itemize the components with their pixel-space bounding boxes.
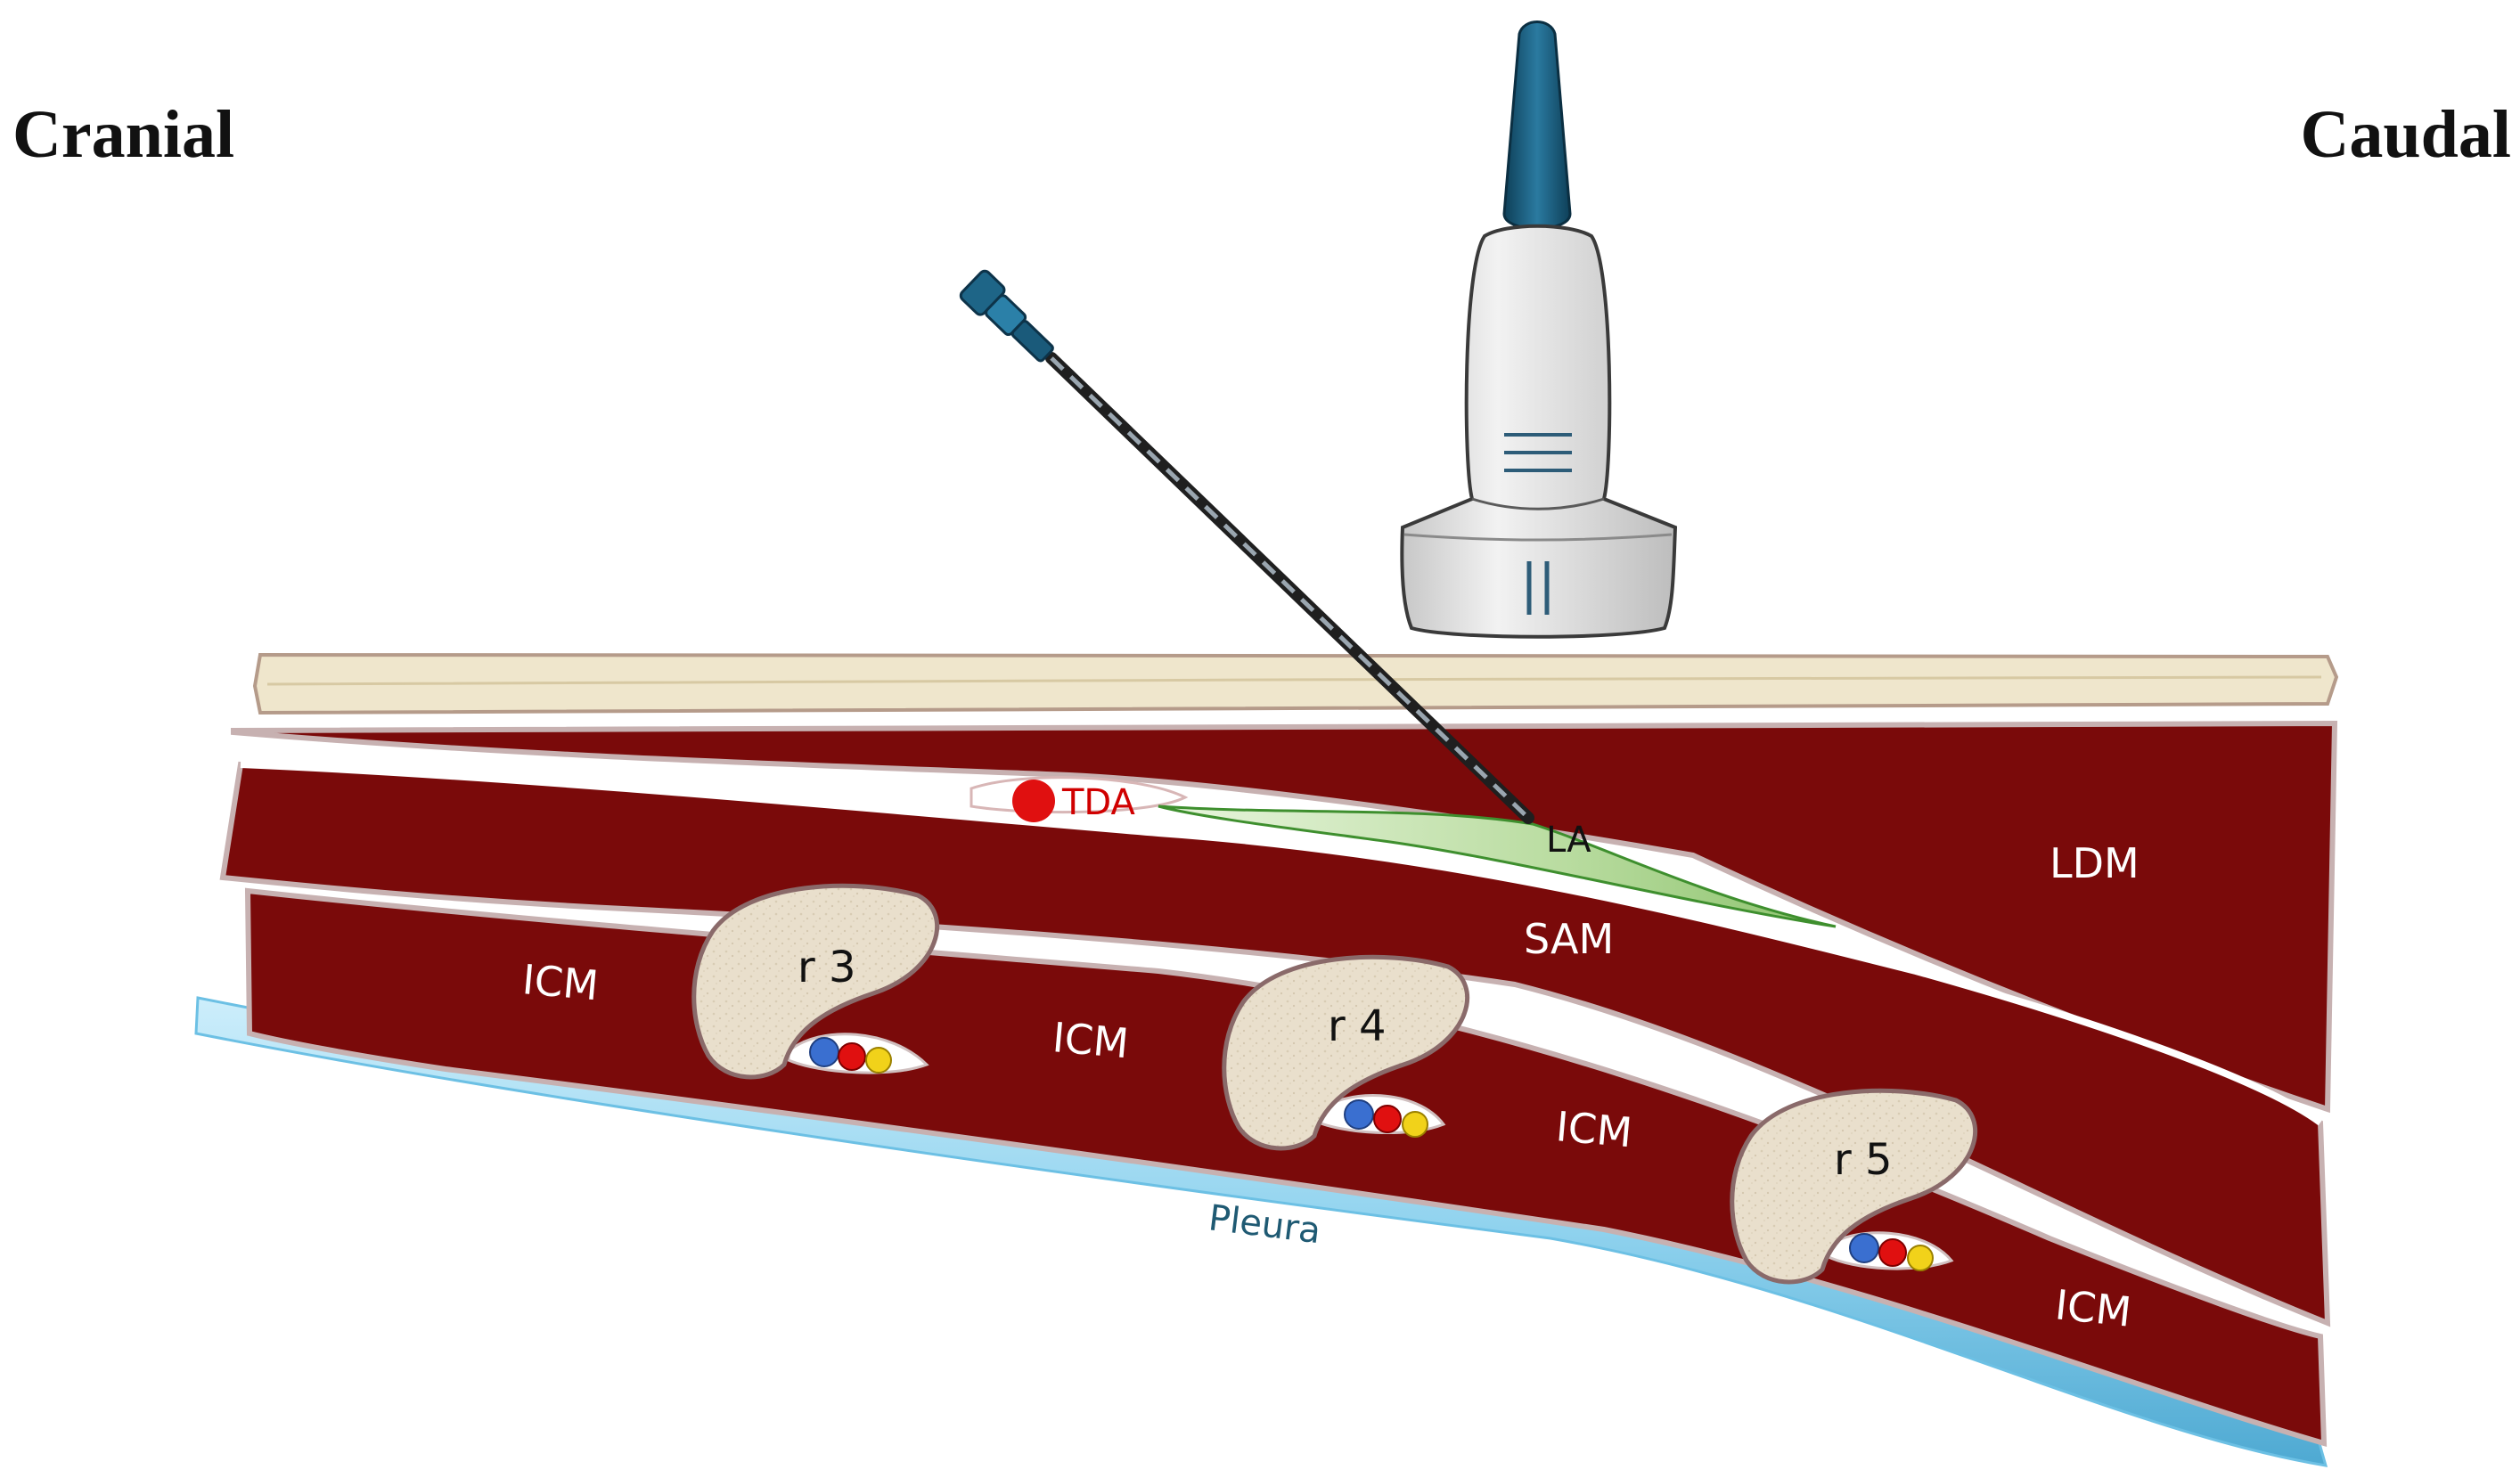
tda-artery-icon: [1012, 780, 1055, 822]
ultrasound-probe: [1400, 20, 1678, 639]
sam-label: SAM: [1524, 915, 1614, 963]
neurovascular-bundle-3: [787, 1033, 929, 1074]
local-anesthetic-spread: [1158, 804, 1837, 928]
neurovascular-bundle-5: [1825, 1231, 1954, 1271]
rib-5-label: r 5: [1834, 1135, 1893, 1185]
rib-5: [1730, 1088, 1978, 1285]
rib-3-label: r 3: [798, 943, 856, 992]
artery-icon: [1373, 1105, 1402, 1133]
ldm-muscle: [231, 720, 2338, 1114]
probe-handle: [1400, 224, 1678, 639]
vein-icon: [809, 1037, 839, 1067]
needle-hub-icon: [959, 269, 1054, 363]
skin-inner-line: [266, 675, 2322, 686]
icm-label-3: ICM: [1554, 1102, 1634, 1156]
probe-cable: [1502, 20, 1572, 230]
la-label: LA: [1546, 820, 1591, 861]
vein-icon: [1849, 1233, 1879, 1263]
artery-icon: [838, 1042, 866, 1071]
neurovascular-bundle-4: [1313, 1094, 1446, 1138]
icm-label-2: ICM: [1051, 1013, 1131, 1067]
icm-label-4: ICM: [2053, 1280, 2134, 1336]
cranial-label: Cranial: [12, 97, 235, 172]
needle: [959, 269, 1534, 824]
probe-foot-line: [1403, 533, 1673, 542]
nerve-icon: [1402, 1111, 1428, 1138]
icm-label-1: ICM: [520, 955, 601, 1009]
vein-icon: [1344, 1099, 1374, 1130]
caudal-label: Caudal: [2300, 97, 2511, 172]
nerve-icon: [865, 1047, 892, 1074]
ldm-label: LDM: [2050, 839, 2140, 887]
skin-layer: [252, 652, 2339, 715]
artery-icon: [1878, 1238, 1907, 1267]
rib-3: [691, 883, 940, 1080]
rib-4: [1222, 954, 1470, 1151]
rib-4-label: r 4: [1328, 1001, 1387, 1051]
probe-neck-line: [1471, 497, 1605, 510]
fascial-plane: [240, 761, 2323, 1126]
nerve-icon: [1907, 1245, 1934, 1271]
tda-label: TDA: [1061, 782, 1136, 823]
